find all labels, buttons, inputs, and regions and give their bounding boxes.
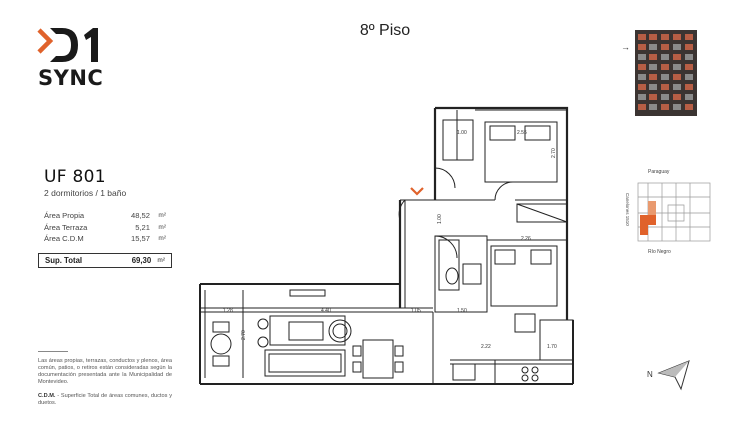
area-unit: m²: [158, 223, 166, 231]
area-value: 5,21: [135, 222, 150, 232]
area-row: Área Propia 48,52 m²: [44, 210, 170, 222]
street-label-bottom: Río Negro: [648, 249, 671, 255]
dimension-label: 1.70: [547, 344, 557, 350]
key-plan: Paraguay Canelones 1510 Río Negro: [625, 169, 711, 255]
total-area-box: Sup. Total 69,30 m²: [38, 253, 172, 268]
area-value: 15,57: [130, 234, 150, 244]
dimension-label: 4.40: [321, 308, 331, 314]
area-value: 48,52: [130, 211, 150, 221]
compass-arrow-icon: N: [647, 360, 690, 391]
dimension-label: 1.05: [411, 308, 421, 314]
unit-description: 2 dormitorios / 1 baño: [44, 188, 127, 198]
total-unit: m²: [157, 257, 165, 264]
logo-mark-icon: [37, 28, 98, 62]
area-label: Área C.D.M: [44, 234, 84, 244]
cdm-term: C.D.M.: [38, 393, 56, 399]
dimension-label: 1.00: [437, 214, 443, 224]
brand-wordmark: SYNC: [38, 66, 104, 90]
brand-logo: SYNC: [36, 26, 106, 90]
street-label-left: Canelones 1510: [625, 193, 630, 226]
cdm-note: C.D.M. - Superficie Total de áreas comun…: [38, 393, 172, 407]
dimension-label: 2.70: [551, 148, 557, 158]
dimension-label: 2.55: [517, 130, 527, 136]
area-label: Área Propia: [44, 211, 85, 221]
unit-header: UF 801 2 dormitorios / 1 baño: [44, 167, 174, 198]
total-label: Sup. Total: [45, 256, 83, 265]
dimension-label: 1.50: [457, 308, 467, 314]
dimension-label: 1.00: [457, 130, 467, 136]
street-label-top: Paraguay: [648, 169, 670, 175]
area-row: Área Terraza 5,21 m²: [44, 222, 170, 234]
cdm-text: - Superficie Total de áreas comunes, duc…: [38, 393, 172, 406]
dimension-label: 2.22: [481, 344, 491, 350]
area-row: Área C.D.M 15,57 m²: [44, 233, 170, 245]
note-divider: [38, 351, 68, 352]
compass: N: [645, 357, 693, 391]
area-table: Área Propia 48,52 m² Área Terraza 5,21 m…: [44, 210, 170, 245]
floor-plan: 1.00 2.55 2.70 1.00 2.26 1.28 4.40 1.05 …: [199, 106, 574, 385]
area-unit: m²: [158, 212, 166, 220]
dimension-label: 2.70: [241, 330, 247, 340]
disclaimer-note: Las áreas propias, terrazas, conductos y…: [38, 358, 172, 385]
dimension-label: 2.26: [521, 236, 531, 242]
building-thumbnail: [635, 30, 697, 116]
unit-code: UF 801: [44, 167, 106, 187]
total-value: 69,30: [131, 256, 152, 265]
area-label: Área Terraza: [44, 222, 88, 232]
compass-label: N: [647, 370, 653, 379]
arrow-right-icon: →: [621, 42, 630, 52]
area-unit: m²: [158, 235, 166, 243]
dimension-label: 1.28: [223, 308, 233, 314]
page-title: 8º Piso: [359, 22, 411, 39]
